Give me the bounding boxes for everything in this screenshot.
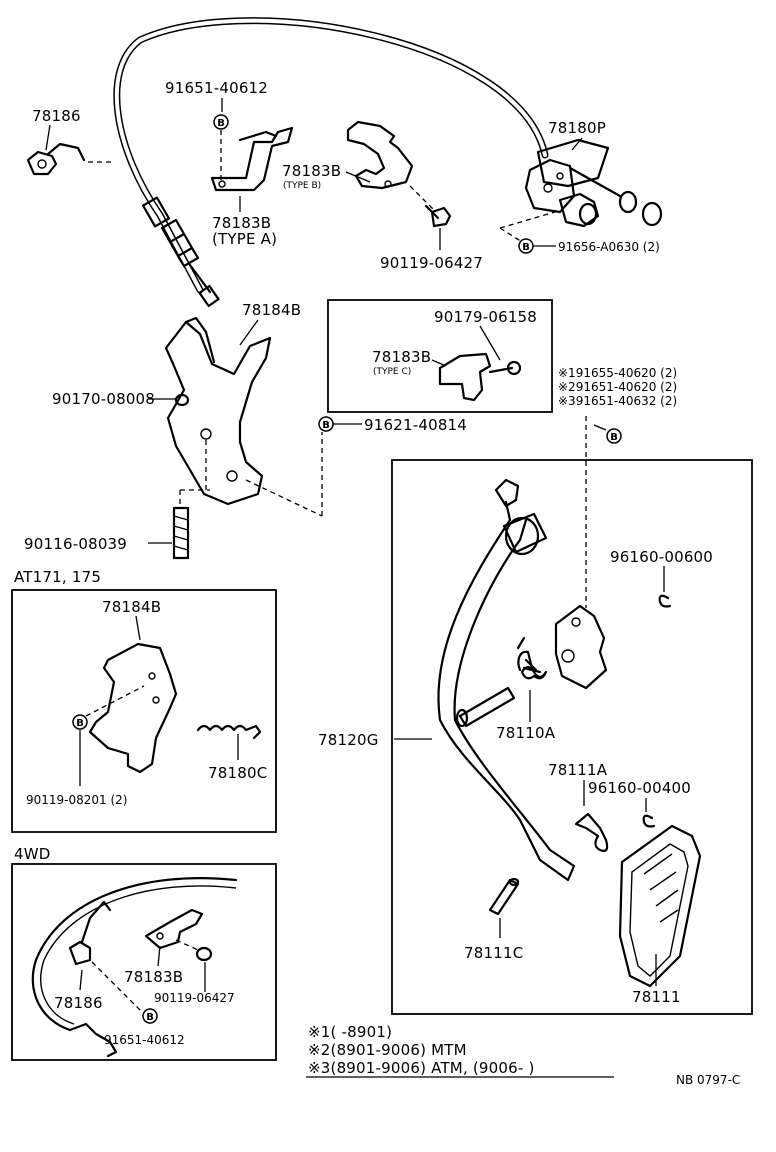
- note-3-part: ※391651-40632 (2): [558, 394, 677, 408]
- nut-90170-08008: [174, 393, 190, 407]
- label-78111A: 78111A: [548, 761, 608, 779]
- label-78184B: 78184B: [242, 301, 301, 319]
- svg-text:B: B: [146, 1012, 154, 1023]
- cable-end-fittings: [141, 196, 220, 308]
- label-90116-08039: 90116-08039: [24, 535, 127, 553]
- label-90119-06427-4wd: 90119-06427: [154, 991, 235, 1005]
- b-marker: B: [606, 428, 622, 444]
- bolt-90119-06427-4wd: [195, 946, 213, 962]
- footnote-2: ※2(8901-9006) MTM: [308, 1041, 467, 1059]
- label-78180P: 78180P: [548, 119, 606, 137]
- footnote-1: ※1( -8901): [308, 1023, 392, 1041]
- pedal-assembly-box: [391, 459, 753, 1015]
- part-78110A-spring: [516, 636, 548, 680]
- clip-96160-00600: [658, 594, 672, 608]
- part-78111C-pin: [488, 877, 520, 916]
- label-78120G: 78120G: [318, 731, 379, 749]
- label-78183B-4wd: 78183B: [124, 968, 183, 986]
- label-78184B-at: 78184B: [102, 598, 161, 616]
- part-78111A-spring: [574, 812, 609, 852]
- part-78120G-pedal-lever: [437, 478, 576, 882]
- stud-90116-08039: [172, 506, 190, 560]
- part-78184B-at-bracket: [88, 642, 178, 774]
- svg-text:B: B: [610, 432, 618, 443]
- label-96160-00600: 96160-00600: [610, 548, 713, 566]
- label-type-b: (TYPE B): [283, 181, 321, 191]
- note-2-part: ※291651-40620 (2): [558, 380, 677, 394]
- b-marker: B: [213, 114, 229, 130]
- svg-text:B: B: [522, 242, 530, 253]
- diagram-code: NB 0797-C: [676, 1073, 740, 1087]
- label-91651-40612-4wd: 91651-40612: [104, 1033, 185, 1047]
- 4wd-cable: [31, 877, 238, 1058]
- b-marker: B: [72, 714, 88, 730]
- accelerator-cable: [113, 17, 549, 308]
- label-78110A: 78110A: [496, 724, 556, 742]
- part-78183B-type-c-bracket: [438, 352, 522, 402]
- label-91651-40612: 91651-40612: [165, 79, 268, 97]
- svg-text:B: B: [76, 718, 84, 729]
- svg-text:B: B: [217, 118, 225, 129]
- label-78183B-type-b: 78183B: [282, 162, 341, 180]
- section-at171-175: AT171, 175: [14, 568, 101, 586]
- label-78111C: 78111C: [464, 944, 523, 962]
- part-78183B-type-b-bracket: [346, 120, 414, 190]
- part-78183B-4wd-bracket: [144, 908, 204, 950]
- part-78186-4wd-clamp: [68, 900, 112, 966]
- svg-text:B: B: [322, 420, 330, 431]
- label-78183B-type-c: 78183B: [372, 348, 431, 366]
- label-type-a: (TYPE A): [212, 230, 277, 248]
- pedal-shaft: [455, 686, 516, 728]
- label-91656-A0630: 91656-A0630 (2): [558, 240, 660, 254]
- at-variant-box: [11, 589, 277, 833]
- part-78180P-cable-bracket-assembly: [524, 138, 663, 228]
- part-pedal-support-bracket: [554, 604, 608, 690]
- clip-96160-00400: [642, 814, 656, 828]
- b-marker: B: [518, 238, 534, 254]
- label-91621-40814: 91621-40814: [364, 416, 467, 434]
- label-90170-08008: 90170-08008: [52, 390, 155, 408]
- type-c-bracket-box: [327, 299, 553, 413]
- 4wd-variant-box: [11, 863, 277, 1061]
- section-4wd: 4WD: [14, 845, 51, 863]
- label-96160-00400: 96160-00400: [588, 779, 691, 797]
- label-90119-06427: 90119-06427: [380, 254, 483, 272]
- label-type-c: (TYPE C): [373, 367, 411, 377]
- b-marker: B: [142, 1008, 158, 1024]
- note-1-part: ※191655-40620 (2): [558, 366, 677, 380]
- label-78183B-type-a: 78183B: [212, 214, 271, 232]
- label-90179-06158: 90179-06158: [434, 308, 537, 326]
- label-78186: 78186: [32, 107, 81, 125]
- bolt-90119-06427: [424, 204, 452, 228]
- label-78111: 78111: [632, 988, 681, 1006]
- footnote-3: ※3(8901-9006) ATM, (9006- ): [308, 1059, 535, 1077]
- part-78183B-type-a-bracket: [210, 126, 294, 192]
- label-78180C: 78180C: [208, 764, 267, 782]
- b-marker: B: [318, 416, 334, 432]
- part-78184B-bracket: [164, 316, 272, 506]
- part-78180C-cable-end: [196, 724, 262, 740]
- label-78186-4wd: 78186: [54, 994, 103, 1012]
- part-78186-clamp-top: [26, 142, 114, 176]
- part-78111-pedal-pad: [618, 824, 702, 988]
- label-90119-08201: 90119-08201 (2): [26, 793, 128, 807]
